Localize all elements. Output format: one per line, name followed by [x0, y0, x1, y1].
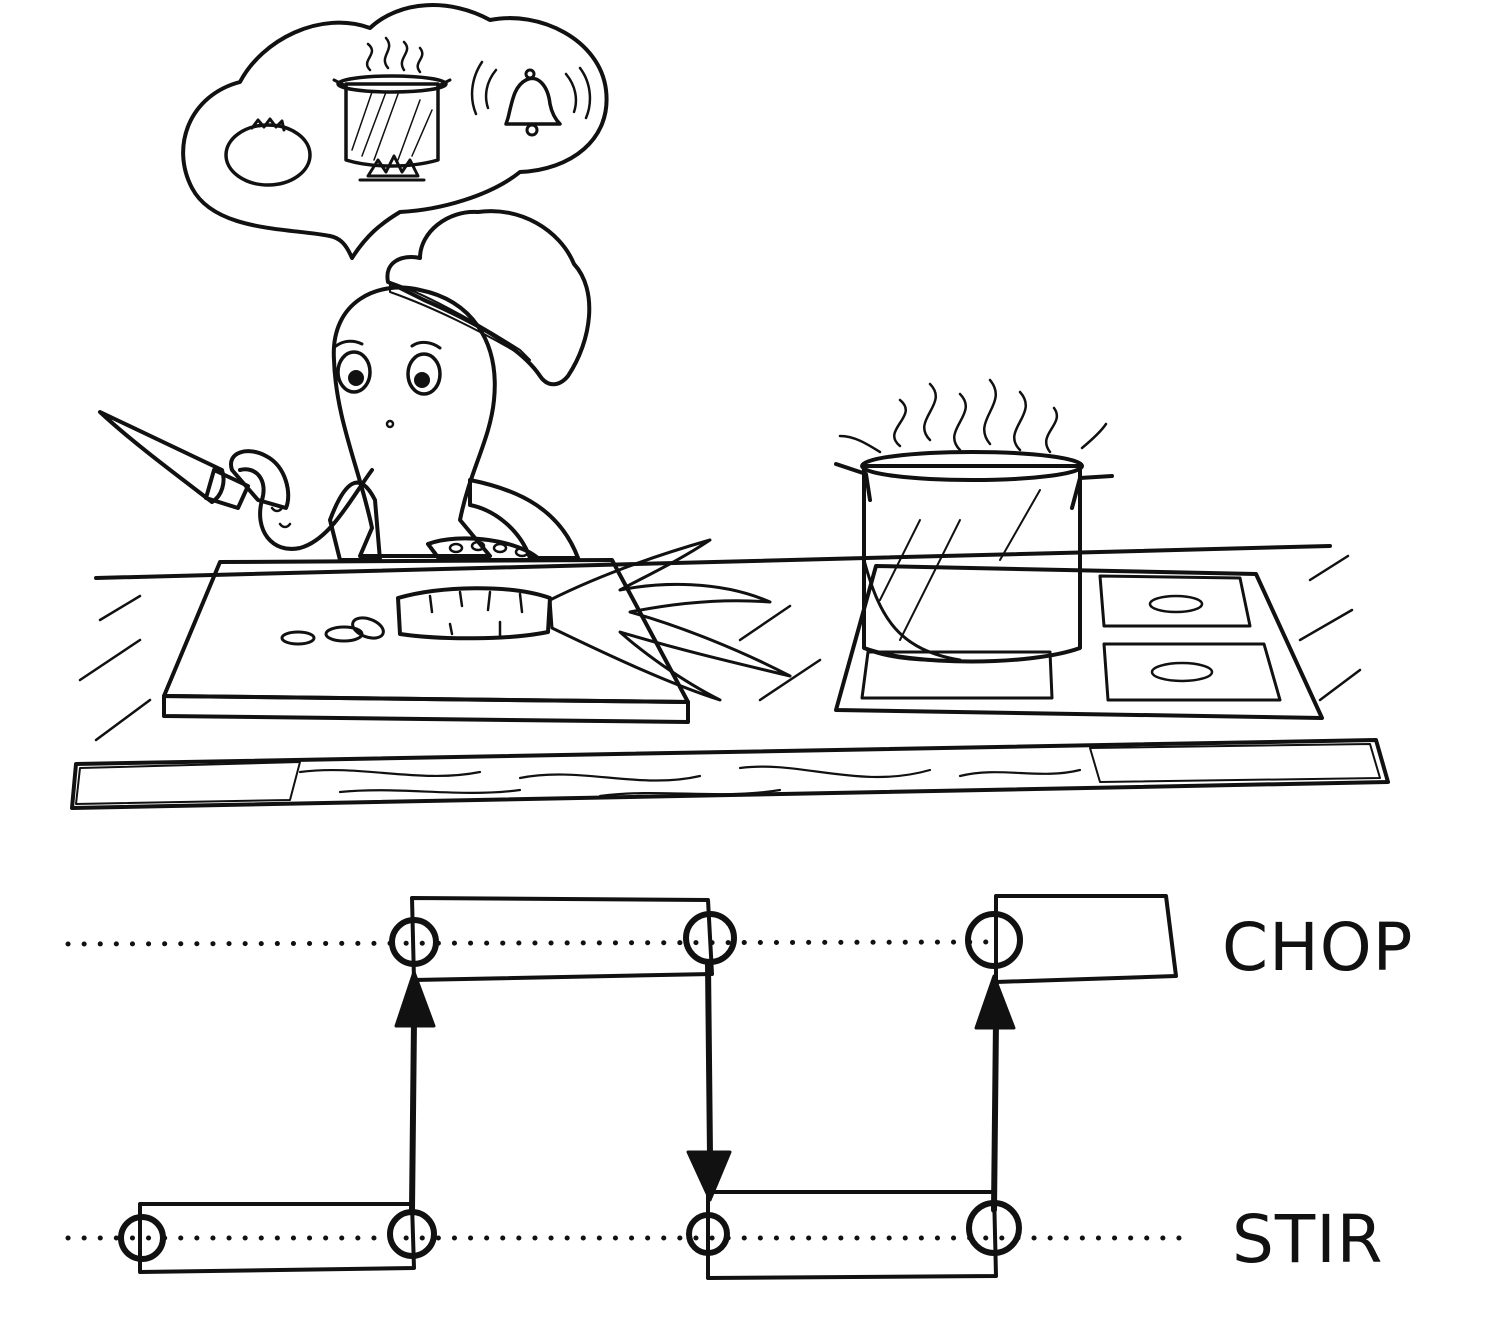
bell-icon	[470, 60, 592, 137]
event-node	[966, 1200, 1022, 1256]
steaming-pot	[834, 378, 1114, 664]
thought-bubble-icon	[181, 3, 609, 260]
tomato-icon	[224, 117, 312, 187]
octopus-chef	[229, 285, 580, 562]
arrow-stir-to-chop-1	[394, 970, 436, 1213]
chop-lane-dotted-line	[65, 939, 1003, 947]
steaming-pot-icon	[332, 36, 452, 182]
lane-label-chop: CHOP	[1222, 909, 1413, 986]
event-node	[683, 911, 737, 965]
knife-icon	[98, 410, 250, 510]
chop-bar-1	[410, 896, 714, 982]
timeline-diagram: CHOP STIR	[65, 894, 1413, 1280]
arrow-stir-to-chop-2	[974, 974, 1016, 1213]
event-node	[686, 1212, 730, 1256]
stir-bar-2	[706, 1190, 998, 1280]
lane-label-stir: STIR	[1232, 1201, 1384, 1278]
chop-bar-2	[994, 894, 1178, 984]
cutting-board	[162, 536, 690, 724]
counter	[70, 544, 1390, 810]
event-node	[965, 911, 1023, 969]
event-node	[387, 1209, 437, 1259]
arrow-chop-to-stir	[686, 961, 732, 1202]
event-node	[118, 1214, 166, 1262]
octopus-eyes	[334, 339, 442, 429]
stir-bar-1	[138, 1202, 416, 1274]
carrot-icon	[280, 538, 792, 702]
event-node	[389, 917, 439, 967]
chef-hat-icon	[385, 209, 592, 387]
